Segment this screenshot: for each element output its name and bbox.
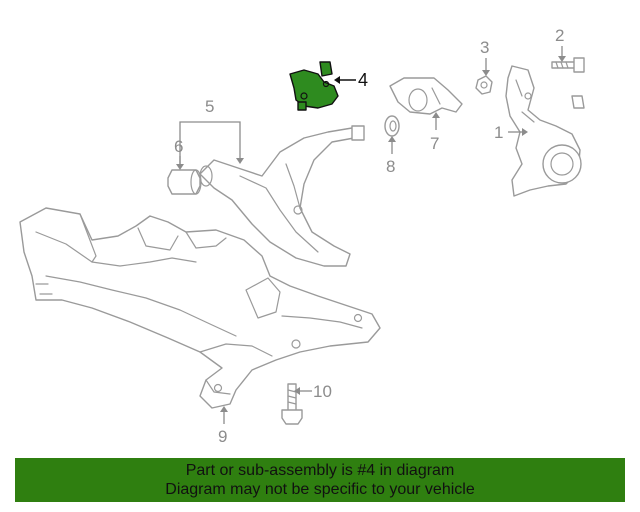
svg-text:9: 9 bbox=[218, 427, 227, 446]
ball-joint-part[interactable] bbox=[289, 61, 339, 111]
bushing-part[interactable] bbox=[167, 169, 202, 195]
callout-9: 9 bbox=[218, 406, 228, 446]
lower-control-arm-part[interactable] bbox=[199, 125, 365, 267]
svg-text:1: 1 bbox=[494, 123, 503, 142]
banner-line-part-number: Part or sub-assembly is #4 in diagram bbox=[185, 462, 455, 479]
info-banner: Part or sub-assembly is #4 in diagram Di… bbox=[15, 458, 625, 502]
stabilizer-bracket-part[interactable] bbox=[389, 77, 463, 115]
bolt-part[interactable] bbox=[551, 57, 585, 73]
parts-diagram: 1 2 3 4 5 6 7 8 9 10 bbox=[19, 26, 585, 446]
nut-part[interactable] bbox=[475, 75, 493, 95]
callout-5: 5 bbox=[179, 97, 244, 166]
steering-knuckle-part[interactable] bbox=[505, 65, 585, 197]
washer-part[interactable] bbox=[384, 115, 400, 137]
callout-7: 7 bbox=[430, 112, 440, 153]
callout-1: 1 bbox=[494, 123, 528, 142]
svg-text:3: 3 bbox=[480, 38, 489, 57]
svg-text:6: 6 bbox=[174, 137, 183, 156]
callout-2: 2 bbox=[555, 26, 566, 62]
svg-text:5: 5 bbox=[205, 97, 214, 116]
svg-text:7: 7 bbox=[430, 134, 439, 153]
crossmember-part[interactable] bbox=[19, 207, 381, 409]
svg-text:8: 8 bbox=[386, 157, 395, 176]
callout-8: 8 bbox=[386, 136, 396, 176]
callout-6: 6 bbox=[174, 137, 184, 170]
svg-text:2: 2 bbox=[555, 26, 564, 45]
callout-3: 3 bbox=[480, 38, 490, 76]
banner-line-disclaimer: Diagram may not be specific to your vehi… bbox=[165, 481, 475, 498]
svg-text:4: 4 bbox=[358, 70, 368, 90]
callout-4: 4 bbox=[334, 70, 368, 90]
callout-10: 10 bbox=[294, 382, 332, 401]
svg-text:10: 10 bbox=[313, 382, 332, 401]
